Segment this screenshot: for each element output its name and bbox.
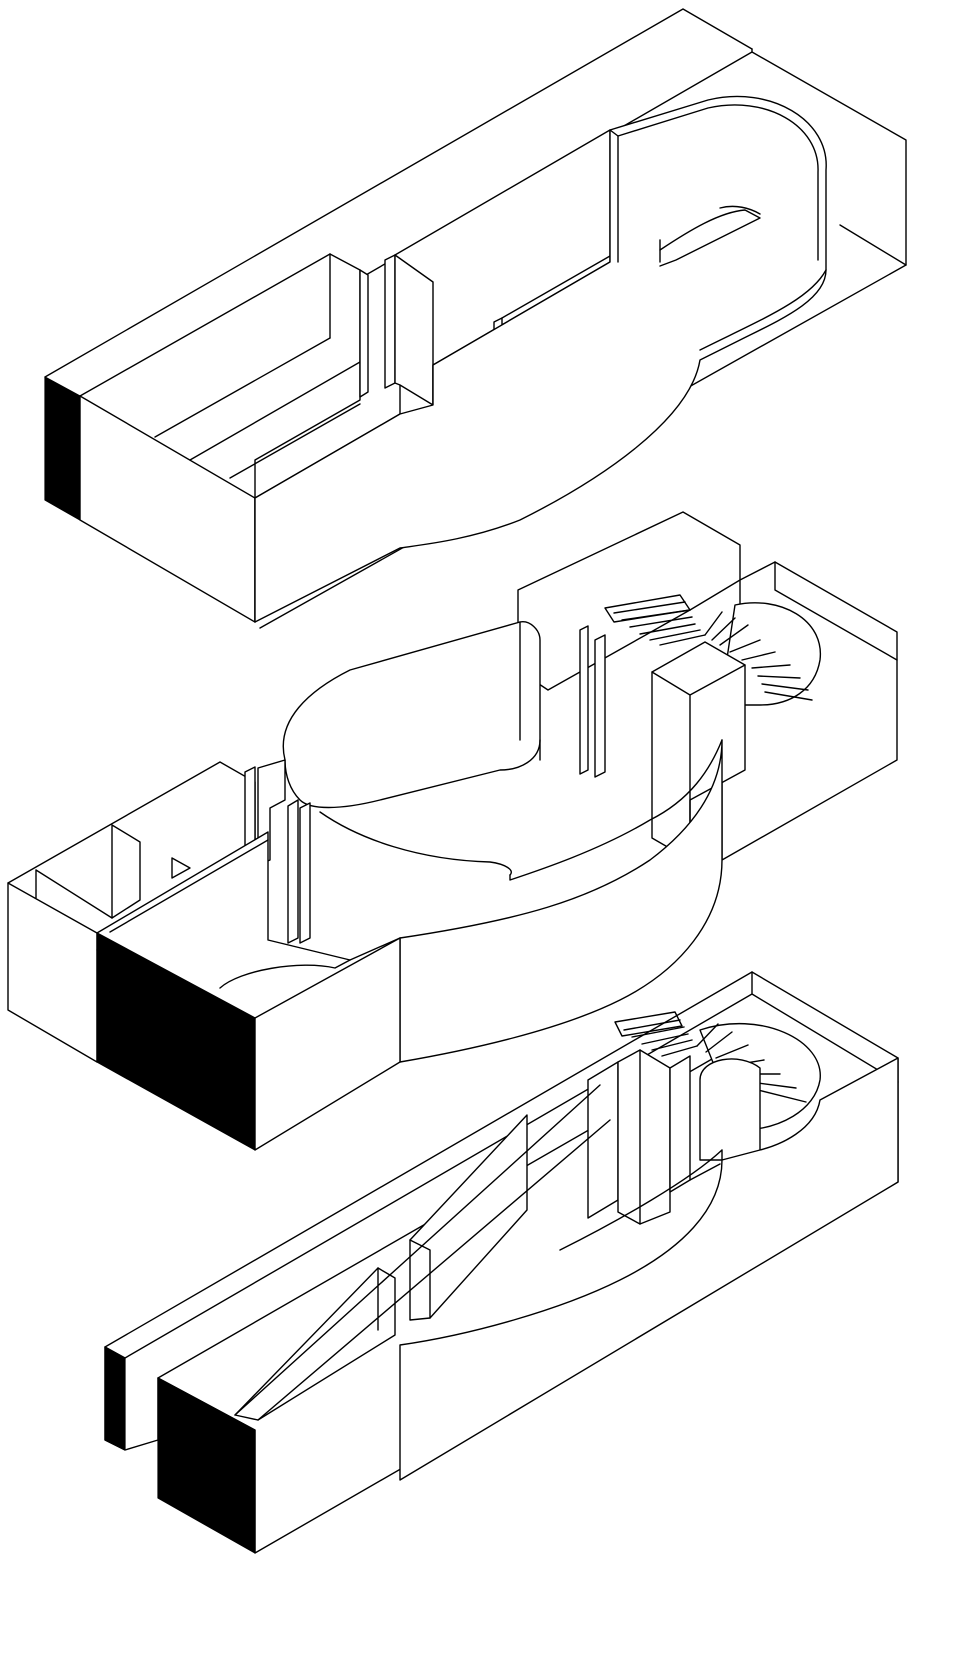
lower-curved-sweep-top: [559, 1149, 723, 1251]
upper-curved-base: [699, 269, 827, 351]
upper-partition-b: [384, 254, 396, 389]
middle-partition-a: [579, 625, 589, 775]
upper-curved-ledge: [659, 205, 761, 263]
lower-ramp-lines: [234, 1084, 611, 1421]
upper-right-end: [839, 224, 907, 266]
upper-level: [44, 8, 907, 629]
middle-front-box-inner: [109, 839, 401, 1019]
upper-curved-inner: [617, 135, 761, 267]
middle-left-partition: [111, 824, 141, 919]
lower-end-wall-poche-left: [104, 1346, 126, 1451]
upper-curved-wall: [254, 95, 827, 623]
middle-right-box-inner: [774, 561, 898, 661]
lower-partition-c: [669, 1055, 691, 1193]
lower-drum: [699, 1058, 761, 1161]
middle-curved-room-floor: [319, 811, 512, 876]
middle-outer-sweep-top: [509, 739, 723, 881]
middle-level: [7, 511, 898, 1151]
middle-partition-b: [594, 634, 606, 778]
middle-column-edge: [651, 664, 746, 861]
middle-curved-room: [282, 621, 541, 809]
middle-left-post-d: [299, 802, 311, 944]
lower-partition-a: [587, 1061, 619, 1219]
upper-back-wall-left: [44, 8, 753, 378]
middle-curved-room-inner: [519, 621, 541, 761]
lower-end-wall-poche-right: [157, 1377, 256, 1554]
lower-level: [104, 971, 899, 1554]
lower-partition-b: [617, 1049, 671, 1225]
upper-front-box: [79, 253, 361, 623]
upper-curved-wall-top: [609, 104, 819, 261]
upper-end-wall-poche: [44, 376, 81, 521]
upper-floor-lines: [154, 337, 361, 479]
lower-ramp-wall-upper-edge: [409, 1239, 431, 1321]
lower-curved-sweep: [399, 1057, 899, 1481]
lower-partition-edges: [639, 1049, 721, 1225]
lower-ramp-wall-upper: [409, 1114, 528, 1319]
middle-left-post-c: [287, 799, 299, 944]
middle-left-ledge: [171, 857, 191, 879]
upper-partition-a: [359, 269, 369, 398]
